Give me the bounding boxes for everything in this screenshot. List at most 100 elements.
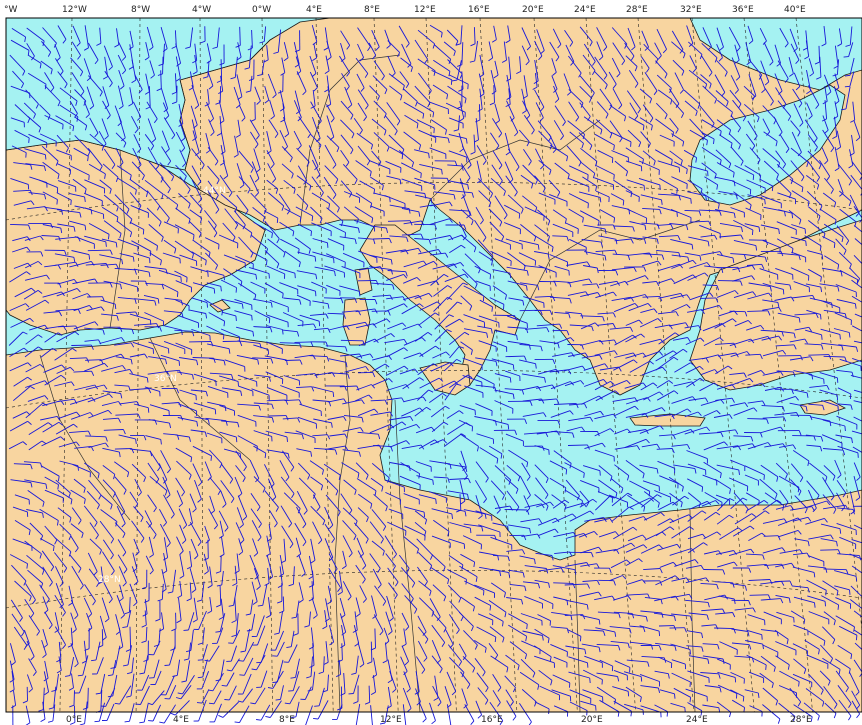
wind-barb-tick <box>121 137 126 142</box>
wind-barb <box>252 207 265 218</box>
wind-barb-tick <box>798 490 802 496</box>
wind-barb-tick <box>499 180 503 186</box>
wind-barb-tick <box>84 188 87 194</box>
wind-barb <box>569 510 591 522</box>
wind-barb <box>713 414 730 418</box>
wind-barb <box>414 521 427 532</box>
wind-barb <box>461 42 464 65</box>
wind-barb <box>324 538 334 558</box>
wind-barb-tick <box>767 594 771 600</box>
wind-barb-tick <box>555 517 560 523</box>
wind-barb <box>251 161 260 179</box>
wind-barb <box>748 532 763 541</box>
wind-barb-tick <box>264 453 267 459</box>
wind-barb <box>732 525 751 537</box>
wind-barb-tick <box>81 532 84 539</box>
wind-barb <box>717 253 734 259</box>
wind-barb <box>714 176 735 182</box>
wind-barb-tick <box>161 284 165 290</box>
wind-barb <box>222 160 229 177</box>
wind-barb <box>189 568 197 590</box>
wind-barb <box>458 643 467 657</box>
wind-barb <box>266 179 278 190</box>
wind-barb-tick <box>830 534 834 540</box>
wind-barb <box>763 131 778 142</box>
wind-barb <box>447 569 467 580</box>
wind-barb-tick <box>588 97 592 103</box>
wind-barb-tick <box>426 406 431 411</box>
wind-barb <box>161 283 179 293</box>
wind-barb-tick <box>93 571 98 576</box>
wind-barb <box>594 495 611 511</box>
wind-barb-tick <box>333 568 338 574</box>
wind-barb <box>763 42 774 62</box>
border-line <box>39 354 131 521</box>
wind-barb <box>536 501 551 508</box>
wind-barb <box>192 239 211 253</box>
wind-barb-tick <box>731 397 735 403</box>
wind-barb-tick <box>789 284 792 290</box>
wind-barb-tick <box>73 423 78 428</box>
wind-barb <box>371 118 387 131</box>
wind-barb-tick <box>656 468 659 474</box>
wind-barb <box>388 582 398 596</box>
wind-barb <box>749 510 766 522</box>
wind-barb <box>819 283 838 288</box>
wind-barb <box>448 180 468 185</box>
wind-barb-tick <box>197 498 202 503</box>
wind-barb-tick <box>784 78 789 83</box>
wind-barb <box>325 641 329 663</box>
wind-barb-tick <box>820 436 824 442</box>
wind-barb <box>312 386 334 393</box>
wind-barb-tick <box>274 522 278 528</box>
wind-barb <box>658 656 672 664</box>
wind-barb-tick <box>423 531 427 537</box>
wind-barb-tick <box>634 83 639 88</box>
wind-barb-tick <box>384 363 390 368</box>
wind-barb-tick <box>102 296 105 302</box>
wind-barb <box>401 583 414 599</box>
wind-barb <box>355 160 372 172</box>
wind-barb <box>161 583 164 600</box>
wind-barb-tick <box>539 117 544 122</box>
wind-barb <box>655 526 671 537</box>
wind-barb <box>175 299 190 307</box>
wind-barb-tick <box>123 142 127 148</box>
wind-barb-tick <box>814 61 820 65</box>
wind-barb-tick <box>245 613 251 616</box>
wind-barb <box>119 253 134 258</box>
wind-barb <box>176 490 184 504</box>
wind-barb-tick <box>134 128 139 134</box>
wind-barb <box>389 235 407 238</box>
wind-barb <box>160 354 180 362</box>
wind-barb <box>777 60 789 79</box>
wind-barb <box>492 150 503 166</box>
wind-barb-tick <box>275 507 279 512</box>
wind-barb-tick <box>699 54 703 60</box>
wind-barb-tick <box>318 539 323 545</box>
wind-barb <box>822 657 841 670</box>
wind-barb <box>459 462 468 477</box>
wind-barb-tick <box>622 200 625 206</box>
wind-barb-tick <box>458 661 462 667</box>
wind-barb-tick <box>716 184 719 190</box>
wind-barb <box>429 598 441 618</box>
wind-barb-tick <box>495 361 498 367</box>
wind-barb <box>161 569 167 590</box>
wind-barb <box>732 275 752 282</box>
wind-barb <box>58 641 62 660</box>
wind-barb <box>89 538 102 551</box>
wind-barb <box>115 413 139 416</box>
wind-barb-tick <box>404 661 409 666</box>
wind-barb-tick <box>361 417 364 423</box>
wind-barb <box>595 119 613 134</box>
wind-barb-tick <box>148 388 152 394</box>
wind-barb-tick <box>598 546 603 552</box>
wind-barb-tick <box>435 345 440 350</box>
wind-barb <box>583 363 605 371</box>
wind-barb-tick <box>145 106 151 110</box>
wind-barb <box>9 347 25 357</box>
wind-barb <box>614 238 632 242</box>
wind-barb <box>534 655 555 664</box>
wind-barb <box>790 463 804 478</box>
